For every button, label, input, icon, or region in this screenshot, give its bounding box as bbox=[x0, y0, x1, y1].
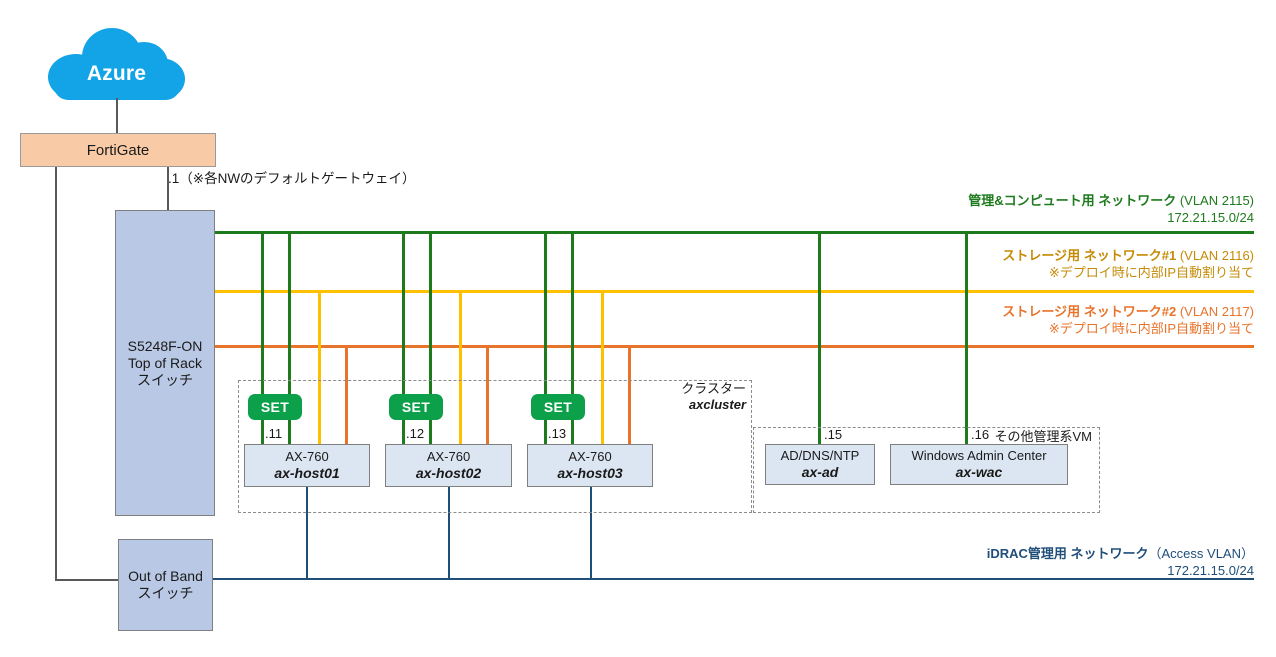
drop-set-host01-b bbox=[288, 418, 291, 448]
tor-line-3: スイッチ bbox=[136, 371, 193, 388]
drop-mgmt-host02-a bbox=[402, 231, 405, 405]
host-name-ax-host01: ax-host01 bbox=[274, 465, 340, 481]
set-badge-host02: SET bbox=[389, 394, 443, 420]
network-bus-storage2 bbox=[215, 345, 1254, 348]
network-bus-storage1 bbox=[215, 290, 1254, 293]
vm-box-ax-ad[interactable]: AD/DNS/NTP ax-ad bbox=[765, 444, 875, 485]
network-label-storage2-name: ストレージ用 ネットワーク#2 bbox=[1002, 304, 1177, 319]
vm-role-ax-ad: AD/DNS/NTP bbox=[780, 448, 860, 463]
drop-set-host03-b bbox=[571, 418, 574, 448]
vm-name-ax-ad: ax-ad bbox=[801, 464, 839, 480]
switch-out-of-band[interactable]: Out of Band スイッチ bbox=[118, 539, 213, 631]
drop-set-host02-b bbox=[429, 418, 432, 448]
network-label-idrac-name: iDRAC管理用 ネットワーク bbox=[986, 546, 1149, 561]
cluster-name: axcluster bbox=[688, 397, 746, 412]
drop-mgmt-host03-a bbox=[544, 231, 547, 405]
drop-idrac-host02 bbox=[448, 487, 450, 579]
network-bus-idrac bbox=[213, 578, 1254, 580]
gateway-note: .1（※各NWのデフォルトゲートウェイ） bbox=[168, 171, 416, 186]
host-box-ax-host02[interactable]: AX-760 ax-host02 bbox=[385, 444, 512, 487]
network-label-storage2-vlan: (VLAN 2117) bbox=[1176, 304, 1254, 319]
connector-fortigate-oob-horizontal bbox=[55, 579, 120, 581]
drop-storage1-host02 bbox=[459, 290, 462, 448]
drop-storage1-host01 bbox=[318, 290, 321, 448]
oob-line-1: Out of Band bbox=[128, 568, 203, 584]
ip-label-host01: .11 bbox=[265, 426, 283, 441]
network-label-storage1-subnet: ※デプロイ時に内部IP自動割り当て bbox=[1048, 265, 1254, 280]
network-label-mgmt: 管理&コンピュート用 ネットワーク (VLAN 2115) 172.21.15.… bbox=[700, 192, 1254, 226]
network-label-mgmt-vlan: (VLAN 2115) bbox=[1176, 193, 1254, 208]
network-label-storage1-name: ストレージ用 ネットワーク#1 bbox=[1002, 248, 1177, 263]
host-name-ax-host02: ax-host02 bbox=[415, 465, 482, 481]
network-label-storage1-vlan: (VLAN 2116) bbox=[1176, 248, 1254, 263]
network-bus-mgmt bbox=[215, 231, 1254, 234]
network-label-mgmt-subnet: 172.21.15.0/24 bbox=[1167, 210, 1254, 225]
drop-idrac-host03 bbox=[590, 487, 592, 579]
network-label-idrac-vlan: （Access VLAN） bbox=[1148, 546, 1254, 561]
drop-storage2-host03 bbox=[628, 345, 631, 448]
connector-azure-fortigate bbox=[116, 98, 118, 134]
azure-label: Azure bbox=[86, 62, 147, 85]
connector-fortigate-oob-vertical bbox=[55, 167, 57, 581]
ip-label-host02: .12 bbox=[406, 426, 425, 441]
cluster-group-boundary bbox=[238, 380, 752, 513]
drop-mgmt-host01-b bbox=[288, 231, 291, 405]
drop-storage2-host02 bbox=[486, 345, 489, 448]
drop-set-host02-a bbox=[402, 418, 405, 448]
drop-storage2-host01 bbox=[345, 345, 348, 448]
ip-label-host03: .13 bbox=[548, 426, 567, 441]
drop-mgmt-host02-b bbox=[429, 231, 432, 405]
drop-mgmt-host03-b bbox=[571, 231, 574, 405]
fortigate-box[interactable]: FortiGate bbox=[20, 133, 216, 167]
switch-top-of-rack[interactable]: S5248F-ON Top of Rack スイッチ bbox=[115, 210, 215, 516]
network-label-idrac: iDRAC管理用 ネットワーク（Access VLAN） 172.21.15.0… bbox=[700, 545, 1254, 579]
network-label-storage2: ストレージ用 ネットワーク#2 (VLAN 2117) ※デプロイ時に内部IP自… bbox=[700, 303, 1254, 337]
set-badge-host01: SET bbox=[248, 394, 302, 420]
network-label-storage1: ストレージ用 ネットワーク#1 (VLAN 2116) ※デプロイ時に内部IP自… bbox=[700, 247, 1254, 281]
tor-line-2: Top of Rack bbox=[128, 354, 202, 371]
host-name-ax-host03: ax-host03 bbox=[557, 465, 623, 481]
host-model-ax-host01: AX-760 bbox=[285, 449, 329, 464]
drop-set-host01-a bbox=[261, 418, 264, 448]
host-box-ax-host03[interactable]: AX-760 ax-host03 bbox=[527, 444, 653, 487]
host-box-ax-host01[interactable]: AX-760 ax-host01 bbox=[244, 444, 370, 487]
drop-idrac-host01 bbox=[306, 487, 308, 579]
connector-fortigate-tor bbox=[167, 167, 169, 211]
drop-mgmt-host01-a bbox=[261, 231, 264, 405]
oob-line-2: スイッチ bbox=[137, 585, 194, 601]
ip-label-ax-ad: .15 bbox=[824, 427, 843, 442]
ip-label-ax-wac: .16 bbox=[971, 427, 990, 442]
drop-storage1-host03 bbox=[601, 290, 604, 448]
set-badge-host03: SET bbox=[531, 394, 585, 420]
vm-box-ax-wac[interactable]: Windows Admin Center ax-wac bbox=[890, 444, 1068, 485]
cluster-title: クラスター bbox=[681, 381, 746, 396]
host-model-ax-host03: AX-760 bbox=[568, 449, 612, 464]
vm-name-ax-wac: ax-wac bbox=[955, 464, 1003, 480]
host-model-ax-host02: AX-760 bbox=[426, 449, 471, 464]
tor-line-1: S5248F-ON bbox=[127, 337, 203, 354]
vm-role-ax-wac: Windows Admin Center bbox=[911, 448, 1047, 463]
network-label-idrac-subnet: 172.21.15.0/24 bbox=[1167, 563, 1254, 578]
drop-mgmt-ax-ad bbox=[818, 231, 821, 445]
vm-group-label: その他管理系VM bbox=[994, 429, 1092, 444]
cluster-label: クラスター axcluster bbox=[600, 381, 746, 413]
network-label-mgmt-name: 管理&コンピュート用 ネットワーク bbox=[968, 193, 1177, 208]
network-label-storage2-subnet: ※デプロイ時に内部IP自動割り当て bbox=[1048, 321, 1254, 336]
azure-cloud-icon bbox=[48, 28, 185, 100]
vm-group-boundary bbox=[753, 427, 1100, 513]
drop-mgmt-ax-wac bbox=[965, 231, 968, 445]
drop-set-host03-a bbox=[544, 418, 547, 448]
